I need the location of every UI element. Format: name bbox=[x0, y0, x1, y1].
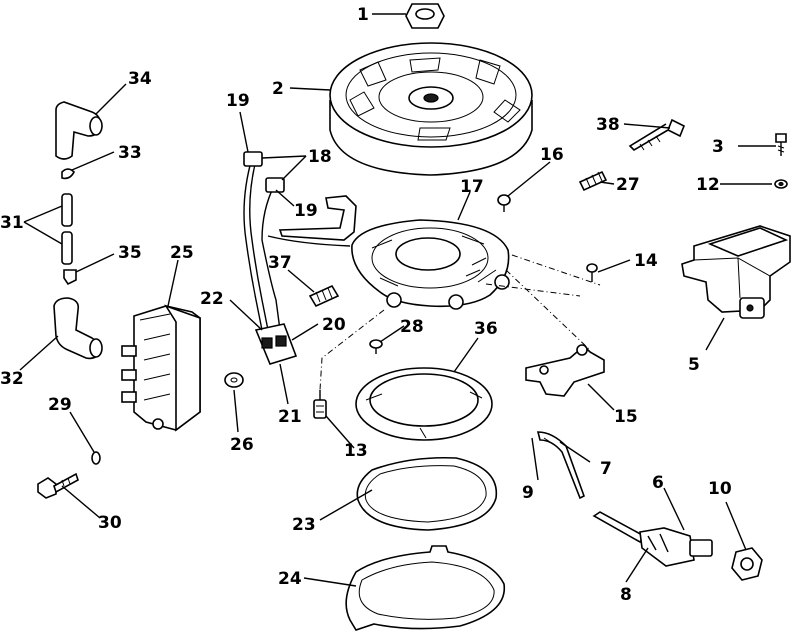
label-part-36: 36 bbox=[474, 319, 498, 339]
label-part-3: 3 bbox=[712, 137, 724, 157]
label-part-29: 29 bbox=[48, 395, 72, 415]
part-34-boot bbox=[55, 101, 103, 160]
label-part-18: 18 bbox=[308, 147, 332, 167]
part-38-stud bbox=[628, 118, 686, 152]
alignment-lines bbox=[319, 254, 601, 391]
part-17-stator bbox=[278, 195, 510, 310]
label-part-5: 5 bbox=[688, 355, 700, 375]
part-36-ring bbox=[355, 367, 493, 441]
label-part-15: 15 bbox=[614, 407, 638, 427]
label-part-8: 8 bbox=[620, 585, 632, 605]
part-12-washer bbox=[774, 179, 788, 189]
label-part-2: 2 bbox=[272, 79, 284, 99]
part-13-connector bbox=[313, 390, 327, 419]
label-part-37: 37 bbox=[268, 253, 292, 273]
part-23-ring bbox=[356, 456, 498, 531]
part-28-screw bbox=[369, 339, 383, 354]
part-24-plate bbox=[345, 545, 506, 631]
part-32-boot bbox=[53, 297, 103, 360]
part-25-block bbox=[121, 304, 201, 432]
label-part-19-top: 19 bbox=[226, 91, 250, 111]
label-part-20: 20 bbox=[322, 315, 346, 335]
label-part-10: 10 bbox=[708, 479, 732, 499]
label-part-28: 28 bbox=[400, 317, 424, 337]
label-part-9: 9 bbox=[522, 483, 534, 503]
label-part-25: 25 bbox=[170, 243, 194, 263]
part-31-33-35-terminals bbox=[61, 168, 77, 286]
label-part-17: 17 bbox=[460, 177, 484, 197]
part-3-screw bbox=[775, 133, 787, 156]
label-part-12: 12 bbox=[696, 175, 720, 195]
part-6-sensor bbox=[592, 511, 713, 567]
label-part-6: 6 bbox=[652, 473, 664, 493]
label-part-22: 22 bbox=[200, 289, 224, 309]
label-part-32: 32 bbox=[0, 369, 24, 389]
label-part-16: 16 bbox=[540, 145, 564, 165]
part-16-screw bbox=[497, 194, 511, 212]
label-part-1: 1 bbox=[357, 5, 369, 25]
part-18-22-wiring-harness bbox=[243, 151, 351, 365]
label-part-38: 38 bbox=[596, 115, 620, 135]
part-7-9-clips bbox=[536, 431, 585, 500]
label-part-34: 34 bbox=[128, 69, 152, 89]
part-labels: 1 2 3 5 6 7 8 9 10 12 13 14 15 16 17 18 … bbox=[0, 5, 732, 605]
label-part-21: 21 bbox=[278, 407, 302, 427]
part-26-washer bbox=[224, 372, 244, 388]
label-part-7: 7 bbox=[600, 459, 612, 479]
label-part-27: 27 bbox=[616, 175, 640, 195]
part-30-bolt bbox=[37, 472, 79, 499]
part-10-nut bbox=[731, 547, 763, 581]
part-2-flywheel bbox=[329, 42, 533, 176]
part-29-washer bbox=[91, 451, 101, 465]
label-part-23: 23 bbox=[292, 515, 316, 535]
label-part-30: 30 bbox=[98, 513, 122, 533]
label-part-31: 31 bbox=[0, 213, 24, 233]
part-27-spring bbox=[578, 170, 608, 192]
label-part-33: 33 bbox=[118, 143, 142, 163]
part-15-bracket bbox=[525, 344, 605, 397]
label-part-14: 14 bbox=[634, 251, 658, 271]
leader-lines bbox=[19, 13, 776, 587]
label-part-35: 35 bbox=[118, 243, 142, 263]
part-1-flywheel-nut bbox=[405, 3, 445, 29]
part-37-spring bbox=[308, 284, 340, 308]
label-part-19-lower: 19 bbox=[294, 201, 318, 221]
label-part-24: 24 bbox=[278, 569, 302, 589]
part-14-screw bbox=[586, 263, 598, 282]
label-part-13: 13 bbox=[344, 441, 368, 461]
label-part-26: 26 bbox=[230, 435, 254, 455]
part-5-ignition-module bbox=[681, 225, 791, 319]
